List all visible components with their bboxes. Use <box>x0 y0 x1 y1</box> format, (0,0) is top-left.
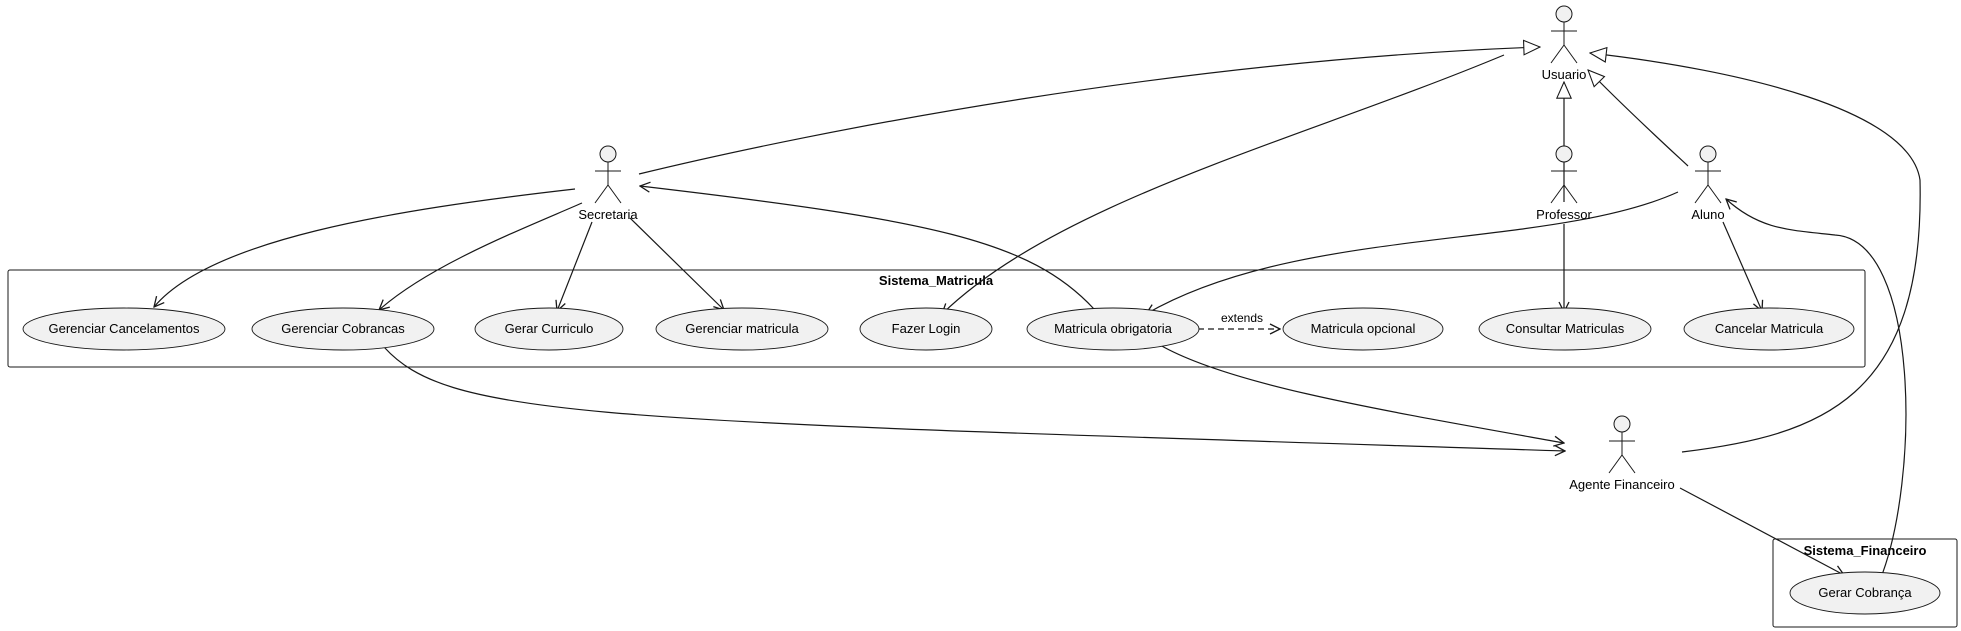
edge-gerar-cobranca-aluno <box>1726 199 1907 581</box>
usecase-label: Gerar Cobrança <box>1818 585 1912 600</box>
actor-label: Aluno <box>1691 207 1724 222</box>
usecase-label: Gerenciar Cobrancas <box>281 321 405 336</box>
usecase-label: Consultar Matriculas <box>1506 321 1625 336</box>
edge-agente-usuario <box>1590 53 1921 453</box>
actor-label: Secretaria <box>578 207 638 222</box>
edge-cobrancas-agente <box>383 346 1565 451</box>
edge-aluno-cancelar <box>1722 221 1762 311</box>
extends-label: extends <box>1221 311 1263 325</box>
actor-label: Usuario <box>1542 67 1587 82</box>
actor-agente-financeiro[interactable]: Agente Financeiro <box>1569 415 1675 492</box>
edge-usuario-fazer-login <box>942 54 1505 314</box>
usecase-label: Cancelar Matricula <box>1715 321 1824 336</box>
usecase-matricula-opcional[interactable]: Matricula opcional <box>1282 307 1444 351</box>
usecase-matricula-obrigatoria[interactable]: Matricula obrigatoria <box>1026 307 1200 351</box>
package-sistema-financeiro: Sistema_Financeiro <box>1772 538 1958 628</box>
usecase-label: Gerar Curriculo <box>505 321 594 336</box>
package-title-financeiro: Sistema_Financeiro <box>1804 543 1927 558</box>
stick-figure-icon <box>1550 5 1578 64</box>
edge-agente-gerar-cobranca <box>1679 487 1844 575</box>
edge-secretaria-gerenciar-matricula <box>629 217 724 310</box>
actor-aluno[interactable]: Aluno <box>1691 145 1725 222</box>
package-sistema-matricula: Sistema_Matricula <box>7 269 1866 368</box>
usecase-label: Gerenciar matricula <box>685 321 799 336</box>
edge-aluno-usuario <box>1588 70 1689 167</box>
actor-secretaria[interactable]: Secretaria <box>578 145 638 222</box>
edge-secretaria-cobrancas <box>379 202 583 310</box>
stick-figure-icon <box>1550 145 1578 204</box>
usecase-label: Matricula obrigatoria <box>1054 321 1173 336</box>
usecase-gerar-cobranca[interactable]: Gerar Cobrança <box>1789 571 1941 615</box>
edge-secretaria-usuario <box>638 47 1540 175</box>
actor-usuario[interactable]: Usuario <box>1542 5 1587 82</box>
usecase-gerenciar-cobrancas[interactable]: Gerenciar Cobrancas <box>251 307 435 351</box>
usecase-gerenciar-cancelamentos[interactable]: Gerenciar Cancelamentos <box>22 307 226 351</box>
usecase-cancelar-matricula[interactable]: Cancelar Matricula <box>1683 307 1855 351</box>
edge-secretaria-cancelamentos <box>154 188 576 307</box>
edge-secretaria-curriculo <box>557 221 593 311</box>
stick-figure-icon <box>1694 145 1722 204</box>
usecase-gerenciar-matricula[interactable]: Gerenciar matricula <box>655 307 829 351</box>
usecase-fazer-login[interactable]: Fazer Login <box>859 307 993 351</box>
usecase-label: Matricula opcional <box>1311 321 1416 336</box>
package-title-matricula: Sistema_Matricula <box>879 273 994 288</box>
usecase-label: Gerenciar Cancelamentos <box>48 321 200 336</box>
stick-figure-icon <box>1608 415 1636 474</box>
usecase-label: Fazer Login <box>892 321 961 336</box>
actor-label: Agente Financeiro <box>1569 477 1675 492</box>
actor-professor[interactable]: Professor <box>1536 145 1592 222</box>
edges <box>154 47 1921 581</box>
edge-aluno-obrigatoria <box>1146 191 1679 314</box>
usecase-consultar-matriculas[interactable]: Consultar Matriculas <box>1478 307 1652 351</box>
usecase-gerar-curriculo[interactable]: Gerar Curriculo <box>474 307 624 351</box>
edge-obrigatoria-agente <box>1159 344 1564 443</box>
stick-figure-icon <box>594 145 622 204</box>
edge-obrigatoria-secretaria <box>640 186 1095 310</box>
actor-label: Professor <box>1536 207 1592 222</box>
